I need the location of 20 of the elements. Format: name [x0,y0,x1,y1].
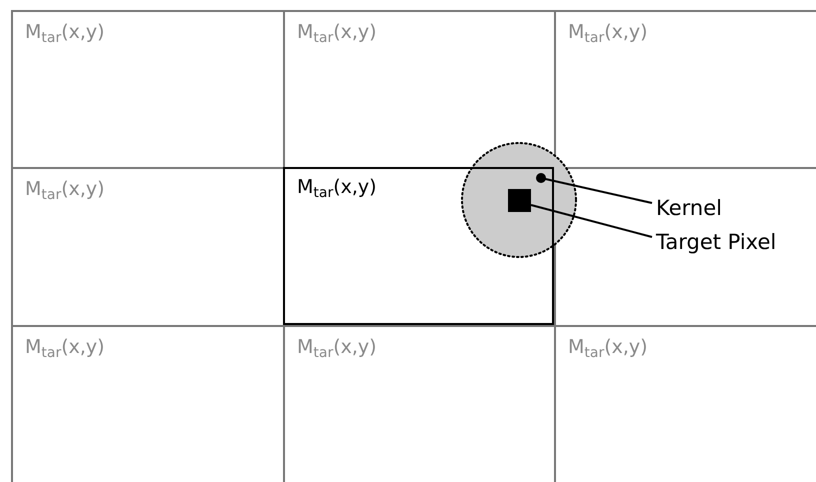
tile-label: M$_{tar}$(x,y) [25,20,105,46]
target-pixel-square [508,189,531,212]
leader-line [536,173,652,204]
tile-label: M$_{tar}$(x,y) [25,177,105,204]
tile-label: M$_{tar}$(x,y) [297,175,377,202]
kernel-circle [461,142,577,258]
grid-tile [11,10,283,167]
grid-tile [11,325,283,482]
tile-label: M$_{tar}$(x,y) [568,335,648,362]
tile-label: M$_{tar}$(x,y) [568,20,648,46]
tile-label: M$_{tar}$(x,y) [297,335,377,362]
tile-label: M$_{tar}$(x,y) [297,20,377,46]
grid-tile [554,325,816,482]
tile-label: M$_{tar}$(x,y) [25,335,105,362]
callout-label: Kernel [656,194,722,222]
highlighted-tile [283,167,554,325]
leader-line [530,204,652,238]
grid-tile [283,325,554,482]
callout-label: Target Pixel [656,228,776,256]
grid-tile [11,167,283,325]
